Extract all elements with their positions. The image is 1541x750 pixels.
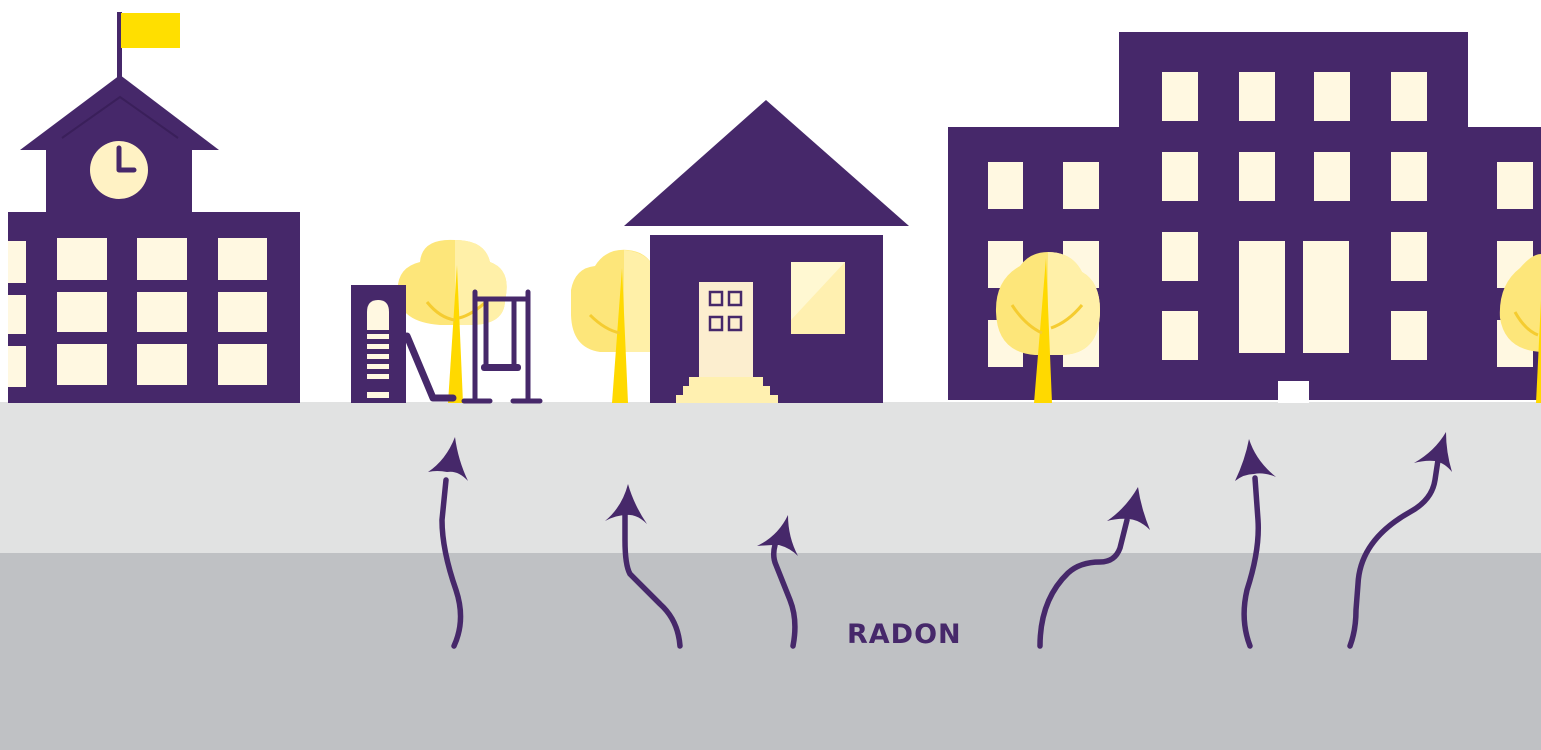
radon-label: RADON	[847, 619, 962, 650]
flag	[121, 13, 180, 48]
house-door	[699, 282, 753, 383]
house-roof	[624, 100, 909, 226]
playground	[351, 240, 540, 403]
tree-icon	[398, 240, 507, 403]
school-roof	[20, 75, 219, 150]
ground-upper-layer	[0, 402, 1541, 554]
house-body	[650, 235, 883, 403]
house-steps	[676, 377, 778, 403]
house-building	[624, 100, 909, 403]
apartment-door	[1278, 381, 1309, 403]
ground-lower-layer	[0, 553, 1541, 750]
tree-icon	[571, 250, 655, 403]
school-building	[8, 12, 300, 403]
